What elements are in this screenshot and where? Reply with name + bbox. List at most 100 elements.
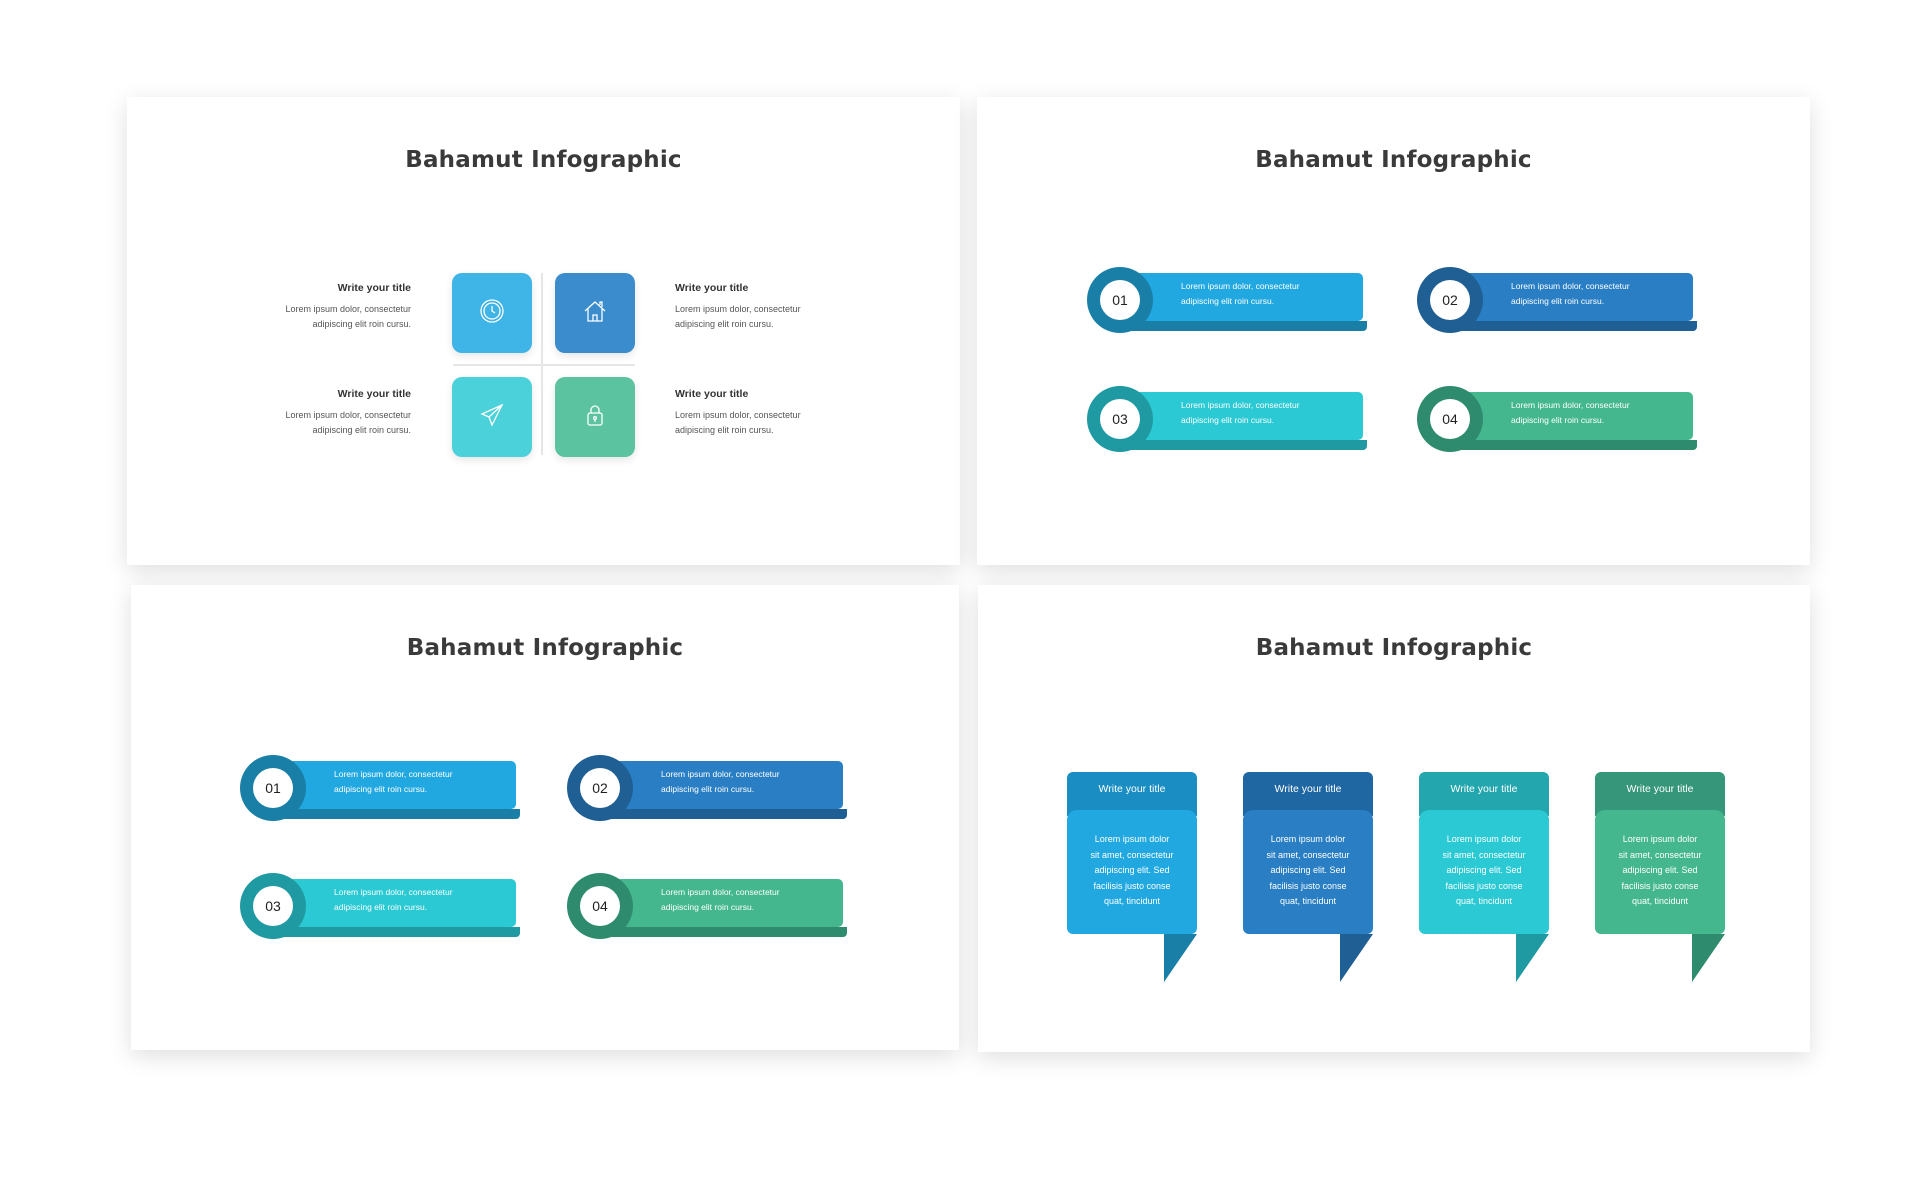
tab-number: 04 [1430, 399, 1470, 439]
numbered-tab-04: 04 Lorem ipsum dolor, consectetur adipisc… [567, 873, 857, 943]
banner-line: sit amet, consectetur [1618, 849, 1702, 860]
tab-number: 03 [253, 886, 293, 926]
banner-tail [1692, 934, 1725, 982]
tab-ribbon [270, 761, 516, 809]
item-title: Write your title [337, 282, 411, 294]
banner-title: Write your title [1243, 772, 1373, 816]
tab-underbar [597, 927, 847, 937]
slide-numbered-tabs-a[interactable]: Bahamut Infographic 01 Lorem ipsum dolor… [977, 97, 1810, 565]
lock-icon [580, 400, 610, 435]
banner-line: facilisis justo conse [1269, 880, 1347, 891]
tab-ring: 01 [240, 755, 306, 821]
tab-text-line1: Lorem ipsum dolor, consectetur [1511, 400, 1630, 410]
tab-text-line2: adipiscing elit roin cursu. [1511, 415, 1605, 425]
item-desc-line2: adipiscing elit roin cursu. [675, 319, 774, 329]
quadrant-text-bottom-left: Write your title Lorem ipsum dolor, cons… [261, 388, 411, 438]
item-desc-line1: Lorem ipsum dolor, consectetur [675, 410, 801, 420]
numbered-tab-04: 04 Lorem ipsum dolor, consectetur adipisc… [1417, 386, 1707, 456]
tab-ribbon [270, 879, 516, 927]
numbered-tab-02: 02 Lorem ipsum dolor, consectetur adipisc… [567, 755, 857, 825]
quadrant-tile-lock [555, 377, 635, 457]
banner-line: adipiscing elit. Sed [1622, 865, 1698, 875]
item-desc-line2: adipiscing elit roin cursu. [312, 319, 411, 329]
banner-line: sit amet, consectetur [1090, 849, 1174, 860]
banner-line: facilisis justo conse [1621, 880, 1699, 891]
banner-line: quat, tincidunt [1103, 896, 1161, 906]
tab-text-line2: adipiscing elit roin cursu. [661, 784, 755, 794]
banner-tail [1164, 934, 1197, 982]
banner-line: Lorem ipsum dolor [1270, 834, 1346, 844]
tab-text-line1: Lorem ipsum dolor, consectetur [661, 887, 780, 897]
quadrant-text-bottom-right: Write your title Lorem ipsum dolor, cons… [675, 388, 825, 438]
item-desc-line1: Lorem ipsum dolor, consectetur [675, 304, 801, 314]
paper-plane-icon [477, 400, 507, 435]
banner-body: Lorem ipsum dolor sit amet, consectetur … [1419, 810, 1549, 934]
tab-ring: 01 [1087, 267, 1153, 333]
banner-tail [1340, 934, 1373, 982]
banner-line: facilisis justo conse [1093, 880, 1171, 891]
tab-number: 01 [1100, 280, 1140, 320]
item-desc-line1: Lorem ipsum dolor, consectetur [285, 410, 411, 420]
banner-line: adipiscing elit. Sed [1446, 865, 1522, 875]
banner-title: Write your title [1419, 772, 1549, 816]
horizontal-axis [453, 364, 635, 366]
tab-ring: 02 [567, 755, 633, 821]
banner-body: Lorem ipsum dolor sit amet, consectetur … [1243, 810, 1373, 934]
tab-text: Lorem ipsum dolor, consectetur adipiscing… [334, 885, 514, 915]
banner-body: Lorem ipsum dolor sit amet, consectetur … [1595, 810, 1725, 934]
tab-number: 04 [580, 886, 620, 926]
tab-text-line1: Lorem ipsum dolor, consectetur [334, 769, 453, 779]
banner-line: quat, tincidunt [1455, 896, 1513, 906]
banner-line: adipiscing elit. Sed [1270, 865, 1346, 875]
tab-text-line2: adipiscing elit roin cursu. [661, 902, 755, 912]
banner-tail [1516, 934, 1549, 982]
tab-underbar [1447, 440, 1697, 450]
tab-ribbon [1447, 273, 1693, 321]
tab-ring: 02 [1417, 267, 1483, 333]
tab-number: 02 [580, 768, 620, 808]
tab-text-line1: Lorem ipsum dolor, consectetur [661, 769, 780, 779]
slide-title: Bahamut Infographic [405, 147, 682, 173]
clock-icon [477, 296, 507, 331]
tab-text: Lorem ipsum dolor, consectetur adipiscing… [661, 885, 841, 915]
slide-quadrant[interactable]: Bahamut Infographic Write your title Lor… [127, 97, 960, 565]
banner-title: Write your title [1595, 772, 1725, 816]
banner-title: Write your title [1067, 772, 1197, 816]
tab-text-line2: adipiscing elit roin cursu. [334, 902, 428, 912]
quadrant-tile-home [555, 273, 635, 353]
banner-line: sit amet, consectetur [1266, 849, 1350, 860]
tab-ring: 03 [240, 873, 306, 939]
tab-ribbon [1117, 392, 1363, 440]
tab-underbar [270, 927, 520, 937]
tab-ring: 04 [567, 873, 633, 939]
tab-ribbon [597, 761, 843, 809]
tab-text-line2: adipiscing elit roin cursu. [1511, 296, 1605, 306]
slide-numbered-tabs-b[interactable]: Bahamut Infographic 01 Lorem ipsum dolor… [131, 585, 959, 1050]
tab-number: 02 [1430, 280, 1470, 320]
banner-body: Lorem ipsum dolor sit amet, consectetur … [1067, 810, 1197, 934]
banner-line: Lorem ipsum dolor [1446, 834, 1522, 844]
numbered-tab-03: 03 Lorem ipsum dolor, consectetur adipisc… [240, 873, 530, 943]
banner-line: quat, tincidunt [1279, 896, 1337, 906]
tab-text: Lorem ipsum dolor, consectetur adipiscing… [661, 767, 841, 797]
tab-ribbon [597, 879, 843, 927]
quadrant-tile-clock [452, 273, 532, 353]
slide-banners[interactable]: Bahamut Infographic Write your title Lor… [978, 585, 1810, 1052]
quadrant-text-top-left: Write your title Lorem ipsum dolor, cons… [261, 282, 411, 332]
banner-line: facilisis justo conse [1445, 880, 1523, 891]
item-title: Write your title [675, 282, 749, 294]
item-title: Write your title [675, 388, 749, 400]
item-desc-line2: adipiscing elit roin cursu. [675, 425, 774, 435]
tab-text-line1: Lorem ipsum dolor, consectetur [334, 887, 453, 897]
tab-text-line1: Lorem ipsum dolor, consectetur [1181, 400, 1300, 410]
tab-underbar [597, 809, 847, 819]
tab-ring: 03 [1087, 386, 1153, 452]
tab-ribbon [1447, 392, 1693, 440]
